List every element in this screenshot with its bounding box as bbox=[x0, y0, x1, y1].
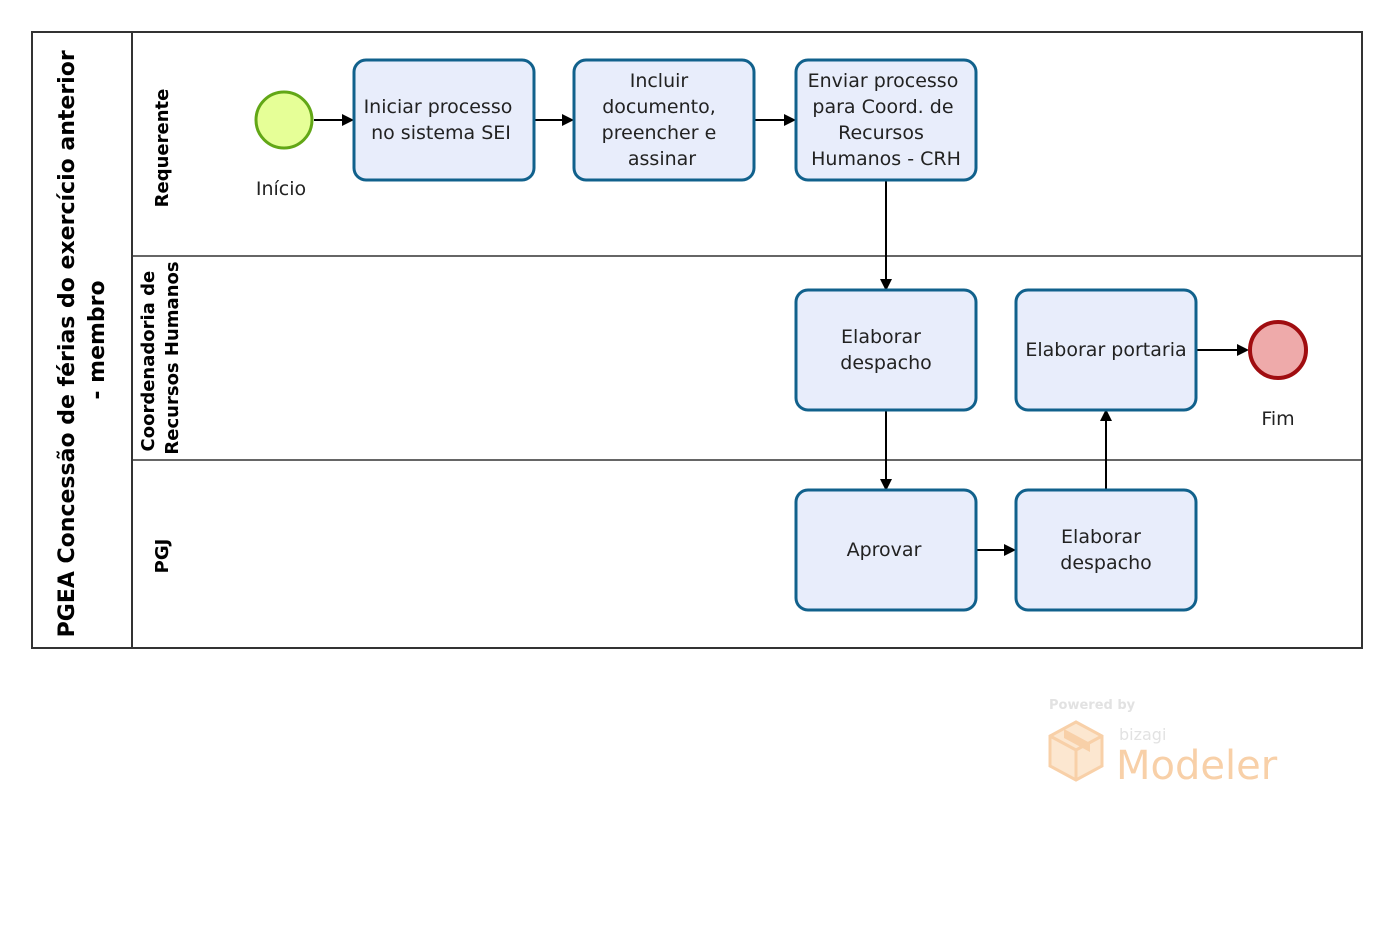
start-event-label: Início bbox=[256, 178, 306, 200]
watermark-product: Modeler bbox=[1116, 743, 1278, 789]
pool-title: PGEA Concessão de férias do exercício an… bbox=[55, 43, 110, 638]
task-iniciar-processo[interactable]: Iniciar processo no sistema SEI bbox=[352, 58, 536, 182]
task-aprovar-label: Aprovar bbox=[847, 539, 922, 561]
watermark-powered-by: Powered by bbox=[1049, 698, 1136, 713]
lane-label-crh: Coordenadoria de Recursos Humanos bbox=[138, 261, 183, 454]
task-elaborar-portaria[interactable]: Elaborar portaria bbox=[1014, 288, 1198, 412]
task-incluir-documento-label: Incluir documento, preencher e assinar bbox=[602, 70, 723, 170]
task-elaborar-despacho-crh[interactable]: Elaborar despacho bbox=[794, 288, 978, 412]
lane-label-pgj: PGJ bbox=[152, 539, 173, 574]
task-elaborar-despacho-pgj-label: Elaborar despacho bbox=[1060, 526, 1151, 574]
start-event[interactable] bbox=[254, 90, 314, 150]
task-incluir-documento[interactable]: Incluir documento, preencher e assinar bbox=[572, 58, 756, 182]
watermark-brand: bizagi bbox=[1119, 725, 1166, 744]
task-elaborar-despacho-crh-label: Elaborar despacho bbox=[840, 326, 931, 374]
bizagi-watermark: Powered by bizagi Modeler bbox=[1048, 698, 1278, 789]
task-elaborar-portaria-label: Elaborar portaria bbox=[1025, 339, 1186, 361]
task-iniciar-processo-label: Iniciar processo no sistema SEI bbox=[364, 96, 519, 144]
task-elaborar-despacho-pgj[interactable]: Elaborar despacho bbox=[1014, 488, 1198, 612]
end-event-label: Fim bbox=[1261, 408, 1294, 430]
lane-label-requerente: Requerente bbox=[152, 89, 173, 208]
task-enviar-processo[interactable]: Enviar processo para Coord. de Recursos … bbox=[794, 58, 978, 182]
bizagi-logo-icon bbox=[1048, 720, 1104, 782]
end-event[interactable] bbox=[1248, 320, 1308, 380]
task-aprovar[interactable]: Aprovar bbox=[794, 488, 978, 612]
task-enviar-processo-label: Enviar processo para Coord. de Recursos … bbox=[808, 70, 965, 170]
